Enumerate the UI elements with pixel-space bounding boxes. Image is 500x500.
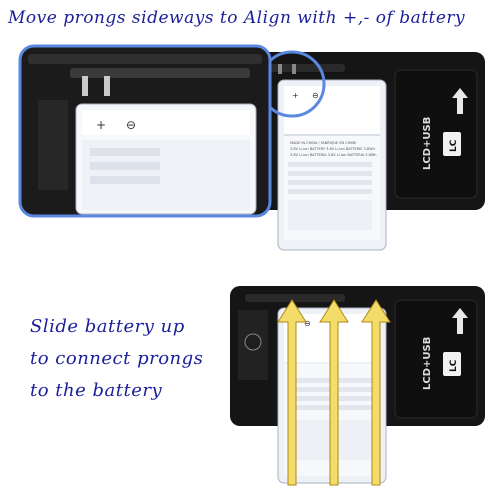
bottom-terminal-minus-icon: ⊖ bbox=[304, 319, 311, 328]
charger-logo-text-bottom: LC bbox=[449, 359, 459, 372]
charger-label-bottom: LCD+USB bbox=[422, 337, 433, 390]
charger-label-top: LCD+USB bbox=[422, 117, 433, 170]
bottom-illustration: LCD+USB LC + ⊖ bbox=[230, 286, 485, 486]
battery-terminal-plus-icon: + bbox=[292, 91, 299, 100]
zoom-terminal-minus-icon: ⊖ bbox=[126, 118, 136, 132]
charger-logo-text-top: LC bbox=[449, 139, 459, 152]
instruction-bottom-line-2: to connect prongs bbox=[30, 348, 204, 369]
slide-up-arrows bbox=[277, 299, 391, 486]
instruction-top: Move prongs sideways to Align with +,- o… bbox=[8, 8, 466, 28]
instruction-bottom-line-1: Slide battery up bbox=[30, 316, 185, 337]
charger-logo-top: LC bbox=[443, 132, 461, 156]
arrow-up-icon-bottom bbox=[452, 308, 468, 334]
arrow-up-icon-3 bbox=[361, 299, 391, 486]
zoom-terminal-plus-icon: + bbox=[96, 118, 106, 132]
battery-terminal-minus-icon: ⊖ bbox=[312, 91, 319, 100]
battery-top: MADE IN CHINA / FABRIQUE EN CHINE 3.8V L… bbox=[277, 79, 387, 251]
zoom-inset: + ⊖ bbox=[18, 44, 272, 218]
battery-text-line-2: 3.8V Li-ion BATTERY 3.8V Li-ion BATTERIE… bbox=[290, 147, 375, 151]
battery-text-line-1: MADE IN CHINA / FABRIQUE EN CHINE bbox=[290, 141, 356, 145]
instruction-bottom-line-3: to the battery bbox=[30, 380, 163, 401]
arrow-up-icon bbox=[452, 88, 468, 114]
arrow-up-icon-2 bbox=[319, 299, 349, 486]
arrow-up-icon-1 bbox=[277, 299, 307, 486]
battery-text-line-3: 3.8V Li-ion BATTERIA 3.8V Li-ion BATTERI… bbox=[290, 153, 377, 157]
top-illustration: LCD+USB LC MADE IN CHINA / FABRIQUE EN C… bbox=[18, 44, 485, 251]
charger-logo-bottom: LC bbox=[443, 352, 461, 376]
